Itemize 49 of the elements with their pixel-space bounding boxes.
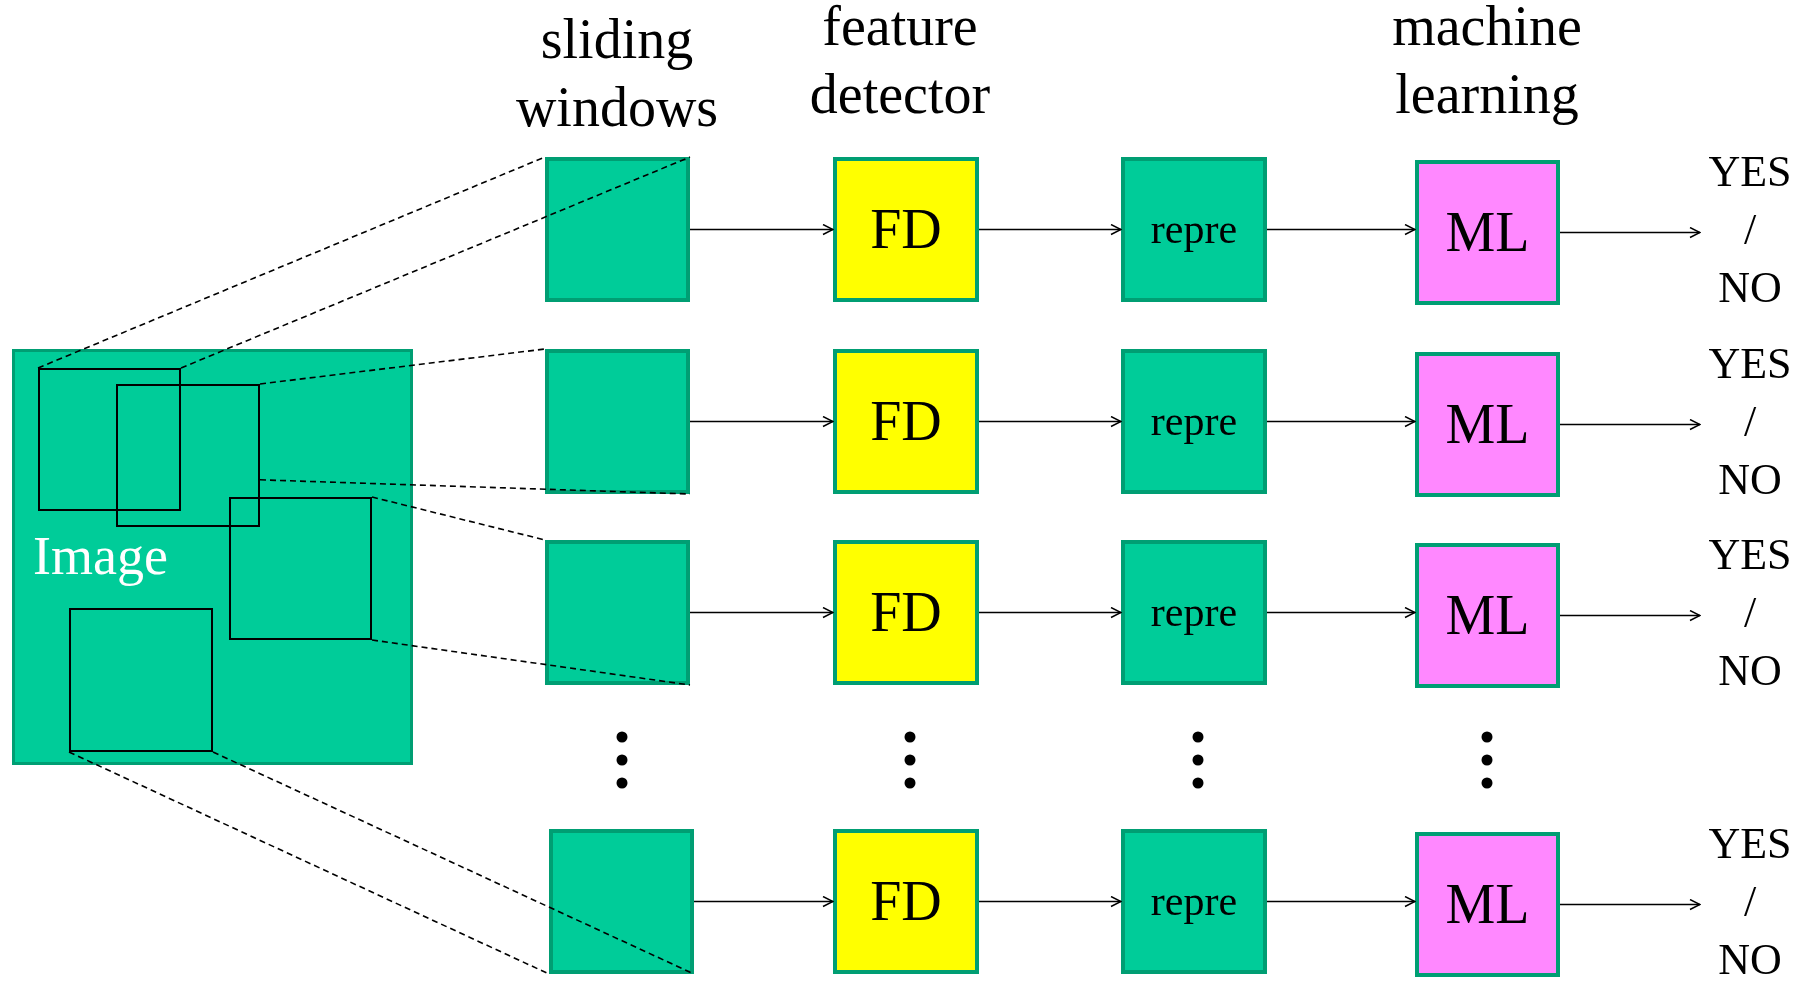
column-heading: sliding windows	[514, 7, 720, 140]
arrow	[978, 223, 1122, 236]
window-frame	[229, 497, 372, 640]
box-label: repre	[1150, 206, 1238, 253]
projection-line	[180, 156, 691, 369]
column-heading: machine learning	[1391, 0, 1583, 127]
arrow	[978, 895, 1122, 908]
arrow	[1266, 415, 1416, 428]
arrow	[1559, 418, 1701, 431]
box-label: FD	[870, 581, 942, 644]
window-box	[545, 349, 690, 494]
box-label: FD	[870, 198, 942, 261]
projection-line	[259, 348, 546, 385]
projection-line	[371, 639, 691, 686]
box-label: repre	[1150, 878, 1238, 925]
arrow	[1266, 606, 1416, 619]
arrow	[693, 895, 834, 908]
arrow	[978, 606, 1122, 619]
box-label: FD	[870, 390, 942, 453]
arrow	[689, 415, 834, 428]
box-label: repre	[1150, 589, 1238, 636]
arrow	[1559, 226, 1701, 239]
box-label: repre	[1150, 398, 1238, 445]
window-frame	[38, 368, 181, 511]
arrow	[1266, 895, 1416, 908]
output-text: YES / NO	[1708, 528, 1792, 697]
output-text: YES / NO	[1708, 337, 1792, 506]
arrow	[689, 223, 834, 236]
output-text: YES / NO	[1708, 145, 1792, 314]
box-label: ML	[1445, 201, 1530, 264]
window-frame	[116, 384, 260, 527]
window-box	[545, 540, 690, 685]
output-text: YES / NO	[1708, 817, 1792, 986]
window-frame	[69, 608, 213, 752]
box-label: FD	[870, 870, 942, 933]
arrow	[689, 606, 834, 619]
arrow	[978, 415, 1122, 428]
column-heading: feature detector	[808, 0, 992, 127]
projection-line	[371, 496, 546, 541]
image-label: Image	[33, 527, 168, 587]
window-box	[549, 829, 694, 974]
box-label: ML	[1445, 393, 1530, 456]
box-label: ML	[1445, 873, 1530, 936]
arrow	[1559, 898, 1701, 911]
projection-line	[68, 751, 550, 975]
window-box	[545, 157, 690, 302]
box-label: ML	[1445, 584, 1530, 647]
arrow	[1266, 223, 1416, 236]
arrow	[1559, 609, 1701, 622]
